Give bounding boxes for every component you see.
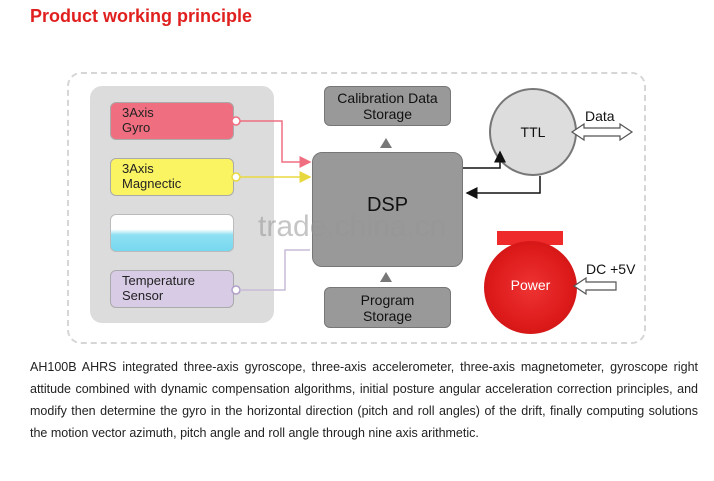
dsp-block: DSP xyxy=(312,152,463,267)
description-paragraph: AH100B AHRS integrated three-axis gyrosc… xyxy=(30,360,698,440)
calibration-storage: Calibration Data Storage xyxy=(324,86,451,126)
watermark-text: trade.china.cn xyxy=(258,210,447,243)
dsp-to-ttl-line xyxy=(463,150,506,169)
diagram-frame xyxy=(67,72,646,344)
dc-voltage-label: DC +5V xyxy=(586,261,636,277)
gyro-sensor: 3Axis Gyro xyxy=(110,102,234,140)
temperature-sensor: Temperature Sensor xyxy=(110,270,234,308)
gyro-connector-dot xyxy=(231,116,241,126)
temperature-connector-dot xyxy=(231,285,241,295)
magnetic-connector-dot xyxy=(231,172,241,182)
data-label: Data xyxy=(585,108,615,124)
power-circle: Power xyxy=(484,241,577,334)
power-top-band xyxy=(497,231,563,245)
dc-input-arrow xyxy=(572,276,617,296)
watermark: trade.china.cn xyxy=(258,210,446,244)
page-title: Product working principle xyxy=(30,6,253,26)
program-arrow xyxy=(380,272,392,282)
ttl-label: TTL xyxy=(520,124,546,140)
dsp-label: DSP xyxy=(366,194,409,216)
magnetic-sensor: 3Axis Magnectic xyxy=(110,158,234,196)
accelerometer-sensor xyxy=(110,214,234,252)
gyro-wire xyxy=(240,120,312,168)
ttl-to-dsp-line xyxy=(465,176,541,199)
data-double-arrow xyxy=(570,122,634,142)
temperature-wire xyxy=(240,249,310,291)
calibration-arrow xyxy=(380,138,392,148)
program-storage: Program Storage xyxy=(324,287,451,328)
power-label: Power xyxy=(510,277,551,293)
